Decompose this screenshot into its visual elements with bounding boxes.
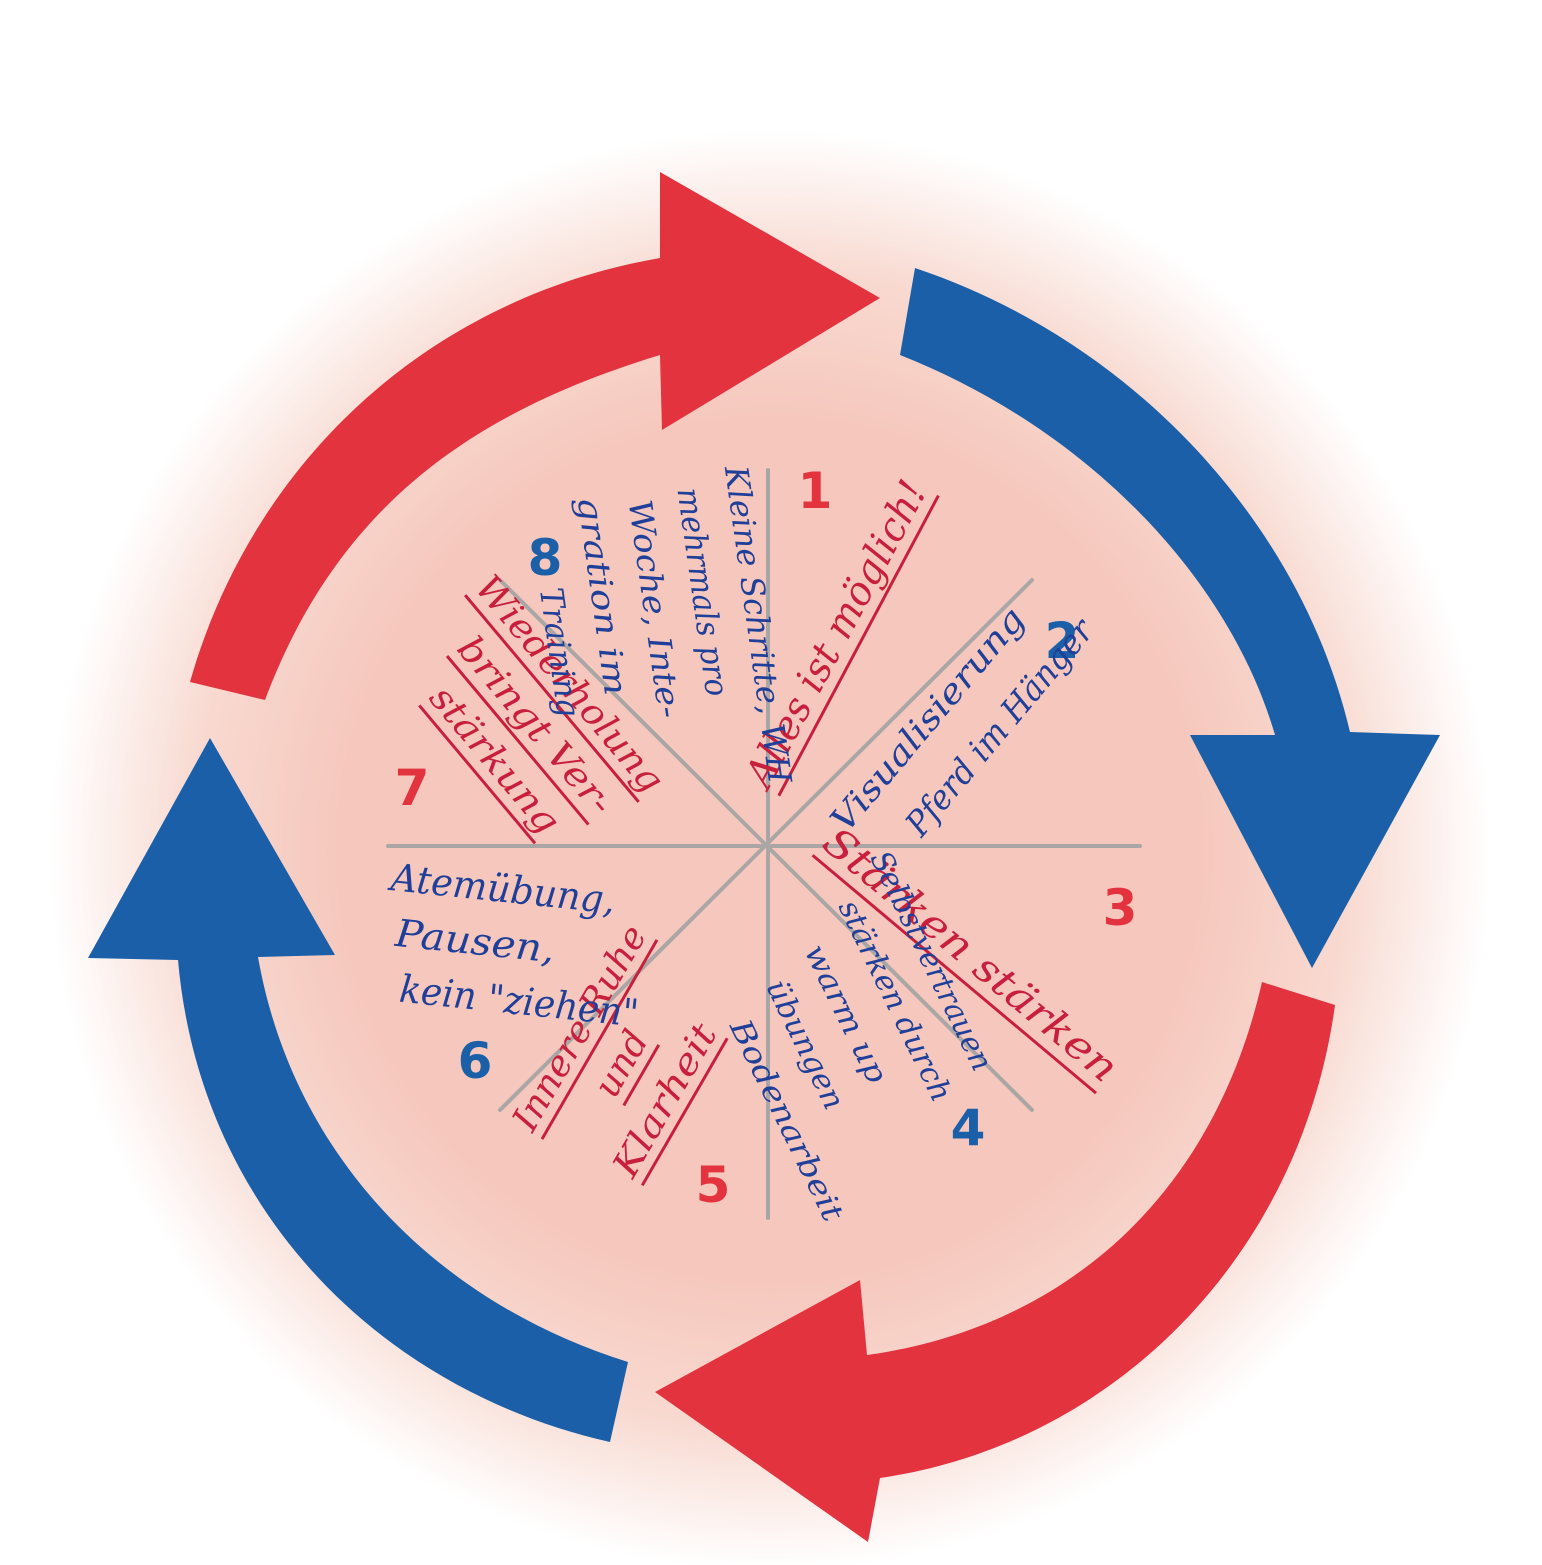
segment-number-3: 3: [1103, 879, 1138, 937]
segment-5-underline-2: [622, 1044, 661, 1107]
segment-7-underline-1: [463, 594, 640, 803]
segment-7-underline-3: [418, 704, 537, 845]
segment-number-4: 4: [951, 1099, 986, 1157]
blue-arrow-left: [88, 738, 628, 1442]
segment-3-underline: [811, 854, 1097, 1095]
segment-5-underline-1: [540, 939, 659, 1140]
blue-arrow-right: [900, 268, 1440, 968]
segment-7-underline-2: [445, 655, 590, 826]
segment-number-1: 1: [798, 462, 833, 520]
red-arrow-top: [190, 172, 880, 700]
segment-number-6: 6: [458, 1032, 493, 1090]
segment-5-underline-3: [640, 1037, 729, 1187]
segment-number-5: 5: [696, 1156, 731, 1214]
red-arrow-bottom: [655, 982, 1335, 1542]
segment-number-8: 8: [528, 529, 563, 587]
segment-numbers: 1 2 3 4 5 6 7 8: [395, 462, 1138, 1214]
segment-number-2: 2: [1045, 612, 1080, 670]
segment-1-underline: [777, 494, 940, 797]
divider-diagonal-up: [498, 578, 1034, 1112]
divider-lines: [386, 468, 1142, 1220]
segment-number-7: 7: [395, 759, 430, 817]
